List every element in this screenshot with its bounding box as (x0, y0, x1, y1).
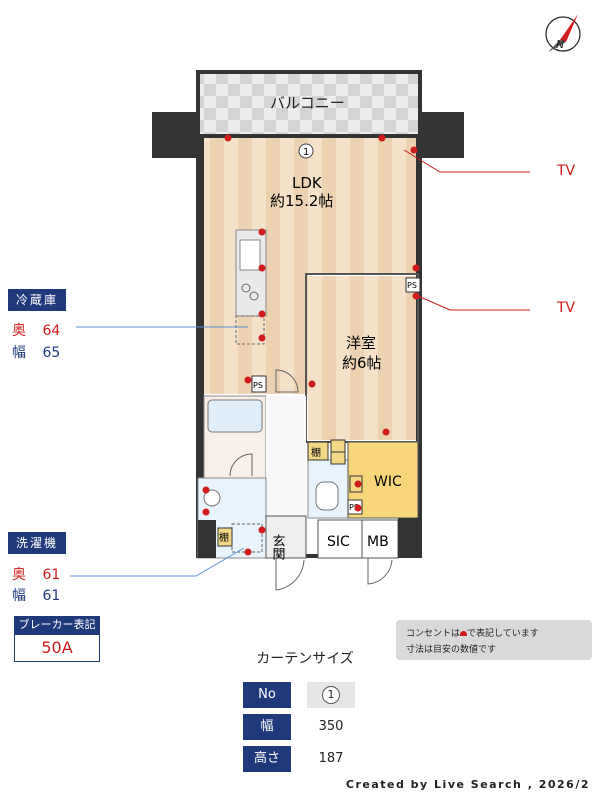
fridge-space (235, 315, 265, 345)
wic-label: WIC (374, 474, 402, 490)
washer-title: 洗濯機 (8, 532, 66, 554)
curtain-title: カーテンサイズ (256, 651, 354, 667)
mb-room (361, 519, 399, 559)
door-swing (275, 369, 299, 393)
svg-text:PS: PS (253, 381, 263, 390)
fridge-depth-label: 奥 (12, 323, 26, 339)
wall-block (398, 518, 420, 558)
curtain-no-label: No (243, 682, 291, 708)
shelf (330, 439, 346, 453)
tv-label-1: TV (557, 163, 576, 179)
svg-text:PS: PS (407, 281, 417, 290)
fridge-width-value: 65 (42, 345, 61, 361)
curtain-height-label: 高さ (243, 746, 291, 772)
compass: N (545, 14, 581, 52)
wall-block (198, 520, 216, 558)
mb-label: MB (367, 534, 389, 550)
note-line-2: 寸法は目安の数値です (406, 645, 497, 655)
washer-leader-line (70, 547, 245, 577)
door-swing (275, 558, 305, 591)
door-swing (229, 453, 253, 477)
washer-depth-label: 奥 (12, 567, 26, 583)
shelf (330, 451, 346, 465)
stove-burner-icon (249, 291, 259, 301)
breaker-title: ブレーカー表記 (14, 616, 100, 634)
ldk-size: 約15.2帖 (270, 192, 333, 210)
svg-text:棚: 棚 (219, 531, 229, 544)
curtain-height-value: 187 (307, 746, 355, 772)
fridge-width-row: 幅 65 (12, 342, 60, 362)
curtain-no-value: 1 (307, 682, 355, 708)
shelf (217, 527, 233, 547)
washbasin-icon (203, 489, 221, 507)
washer-depth-value: 61 (42, 567, 61, 583)
washer-width-value: 61 (42, 588, 61, 604)
entrance (265, 515, 307, 559)
sic-room (317, 519, 363, 559)
curtain-row-no: No 1 (243, 682, 355, 708)
svg-text:1: 1 (303, 147, 309, 158)
washer-width-label: 幅 (12, 588, 26, 604)
western-room-size: 約6帖 (342, 354, 382, 372)
credit-text: Created by Live Search , 2026/2 (345, 778, 590, 791)
svg-text:棚: 棚 (311, 446, 321, 459)
fridge-title: 冷蔵庫 (8, 289, 66, 311)
bathtub (207, 399, 263, 433)
note-line-1: コンセントはで表記しています (406, 629, 539, 639)
fridge-width-label: 幅 (12, 345, 26, 361)
balcony-label: バルコニー (270, 94, 345, 112)
washer-width-row: 幅 61 (12, 585, 60, 605)
sic-label: SIC (327, 534, 350, 550)
compass-north-letter: N (556, 38, 564, 51)
shelf (307, 441, 329, 461)
western-room-name: 洋室 (346, 334, 376, 352)
wall-left-dark (198, 136, 204, 556)
curtain-width-value: 350 (307, 714, 355, 740)
curtain-window-marker: 1 (298, 143, 314, 159)
legend-note: コンセントはで表記しています 寸法は目安の数値です (396, 620, 592, 660)
western-room-floor (308, 276, 416, 440)
curtain-width-label: 幅 (243, 714, 291, 740)
outlet-icon (460, 631, 468, 636)
ps-box (251, 375, 267, 393)
stove-burner-icon (241, 283, 251, 293)
tv-label-2: TV (557, 300, 576, 316)
column-left (152, 112, 198, 158)
ldk-name: LDK (292, 174, 323, 192)
entrance-label: 玄関 (270, 534, 286, 561)
kitchen-sink (239, 239, 261, 271)
toilet-icon (315, 481, 339, 511)
fridge-depth-value: 64 (42, 323, 61, 339)
tv-leader-line-1 (403, 149, 530, 173)
curtain-row-height: 高さ 187 (243, 746, 355, 772)
tv-leader-line-2 (417, 295, 530, 311)
ps-box (405, 277, 421, 293)
outlets (202, 134, 420, 556)
balcony (196, 70, 422, 138)
curtain-row-width: 幅 350 (243, 714, 355, 740)
corridor (266, 396, 306, 516)
svg-text:PS: PS (349, 503, 359, 512)
washer-depth-row: 奥 61 (12, 564, 60, 584)
door-swing (367, 558, 393, 585)
fridge-depth-row: 奥 64 (12, 320, 60, 340)
column-right (418, 112, 464, 158)
breaker-value: 50A (14, 634, 100, 662)
